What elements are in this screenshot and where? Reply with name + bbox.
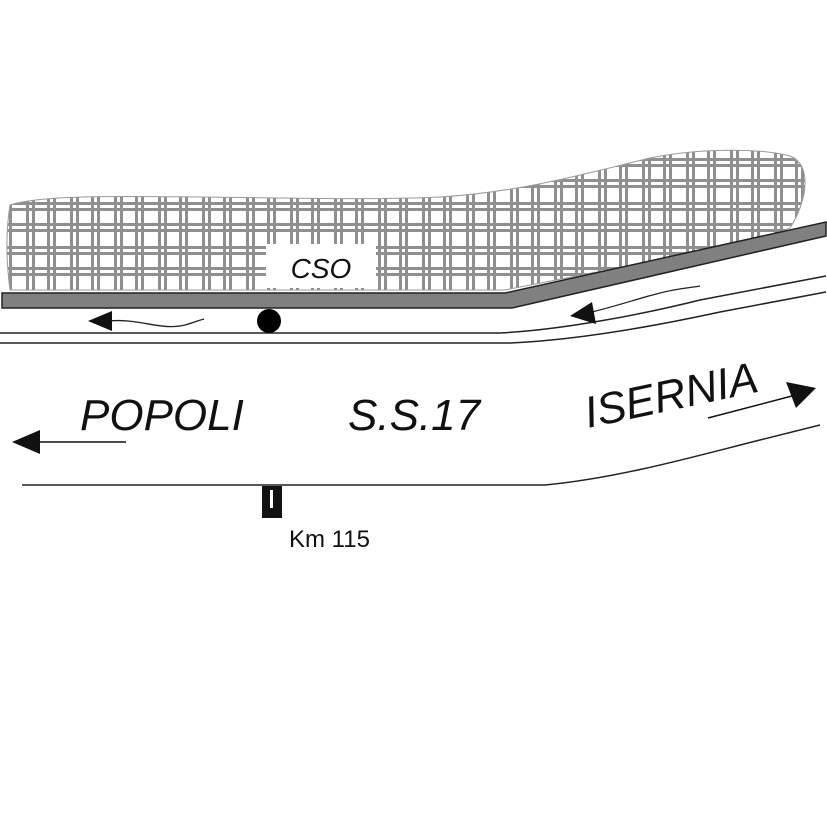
east-direction-label: ISERNIA — [580, 353, 762, 438]
km-label: Km 115 — [289, 526, 370, 553]
road-edge-lower — [22, 424, 821, 486]
east-arrow — [707, 382, 816, 419]
built-up-area — [6, 149, 806, 291]
road-lines — [0, 275, 827, 486]
km-marker-post — [262, 486, 282, 518]
west-arrow — [12, 430, 126, 454]
flow-arrow-west — [88, 311, 205, 331]
marker-dot — [257, 309, 281, 333]
flow-arrow-east-gap — [570, 285, 701, 324]
road-edge-upper-2 — [0, 291, 827, 344]
area-label-box — [266, 244, 376, 288]
road-name-label: S.S.17 — [348, 391, 482, 440]
area-label: CSO — [291, 253, 352, 284]
wall-strip — [1, 221, 827, 309]
road-edge-upper-1 — [0, 275, 827, 334]
west-direction-label: POPOLI — [80, 391, 244, 440]
